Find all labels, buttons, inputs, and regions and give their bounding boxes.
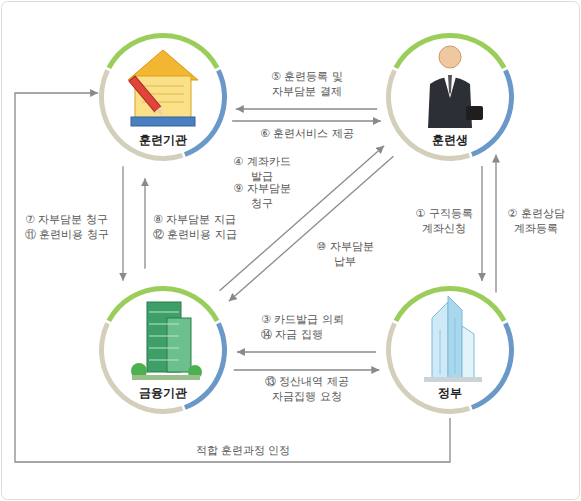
ring-arc xyxy=(394,286,507,322)
node-name: 훈련기관 xyxy=(98,133,228,147)
flow-arrow xyxy=(232,120,381,121)
person-icon xyxy=(428,46,483,128)
flow-arrow xyxy=(122,166,123,280)
step-label: ① 구직등록 계좌신청 xyxy=(410,207,478,237)
step-label: ⑦ 자부담분 청구 ⑪ 훈련비용 청구 xyxy=(24,213,116,243)
ring-arc xyxy=(471,322,514,410)
flow-arrow xyxy=(144,178,145,268)
flow-arrow xyxy=(481,166,482,281)
ring-arc xyxy=(184,322,227,410)
ring-arc xyxy=(99,69,183,161)
node-name: 정부 xyxy=(385,386,515,400)
step-label: ⑬ 정산내역 제공 자금집행 요청 xyxy=(262,375,352,405)
step-label: ⑤ 훈련등록 및 자부담분 결제 xyxy=(262,70,352,100)
flow-arrow xyxy=(15,93,450,462)
step-label: ⑥ 훈련서비스 제공 xyxy=(259,127,355,142)
flow-arrow xyxy=(495,155,496,293)
ring-arc xyxy=(107,33,220,69)
role-circle: 정부 xyxy=(385,285,515,415)
flow-arrow xyxy=(220,146,385,291)
binder-icon xyxy=(128,50,198,126)
step-label: ⑩ 자부담분 납부 xyxy=(311,240,379,270)
flow-arrow xyxy=(236,108,377,109)
step-label: ④ 계좌카드 발급 xyxy=(228,155,296,185)
government-tower-icon xyxy=(424,296,482,382)
flow-arrow xyxy=(237,351,376,352)
step-label: ⑧ 자부담분 지급 ⑫ 훈련비용 지급 xyxy=(152,213,244,243)
ring-arc xyxy=(184,69,227,157)
ring-arc xyxy=(394,33,507,69)
step-label: ② 훈련상담 계좌등록 xyxy=(502,207,570,237)
node-name: 금융기관 xyxy=(98,386,228,400)
ring-arc xyxy=(471,69,514,157)
step-label: ③ 카드발급 의뢰 ⑭ 자금 집행 xyxy=(260,313,350,343)
bank-building-icon xyxy=(131,302,202,380)
flow-arrow xyxy=(234,369,380,370)
ring-arc xyxy=(99,322,183,414)
step-label: 적합 훈련과정 인정 xyxy=(195,444,292,459)
ring-arc xyxy=(386,322,470,414)
role-circle: 금융기관 xyxy=(98,285,228,415)
ring-arc xyxy=(386,69,470,161)
ring-arc xyxy=(107,286,220,322)
role-circle: 훈련생 xyxy=(385,32,515,162)
role-circle: 훈련기관 xyxy=(98,32,228,162)
step-label: ⑨ 자부담분 청구 xyxy=(228,182,296,212)
node-name: 훈련생 xyxy=(385,133,515,147)
